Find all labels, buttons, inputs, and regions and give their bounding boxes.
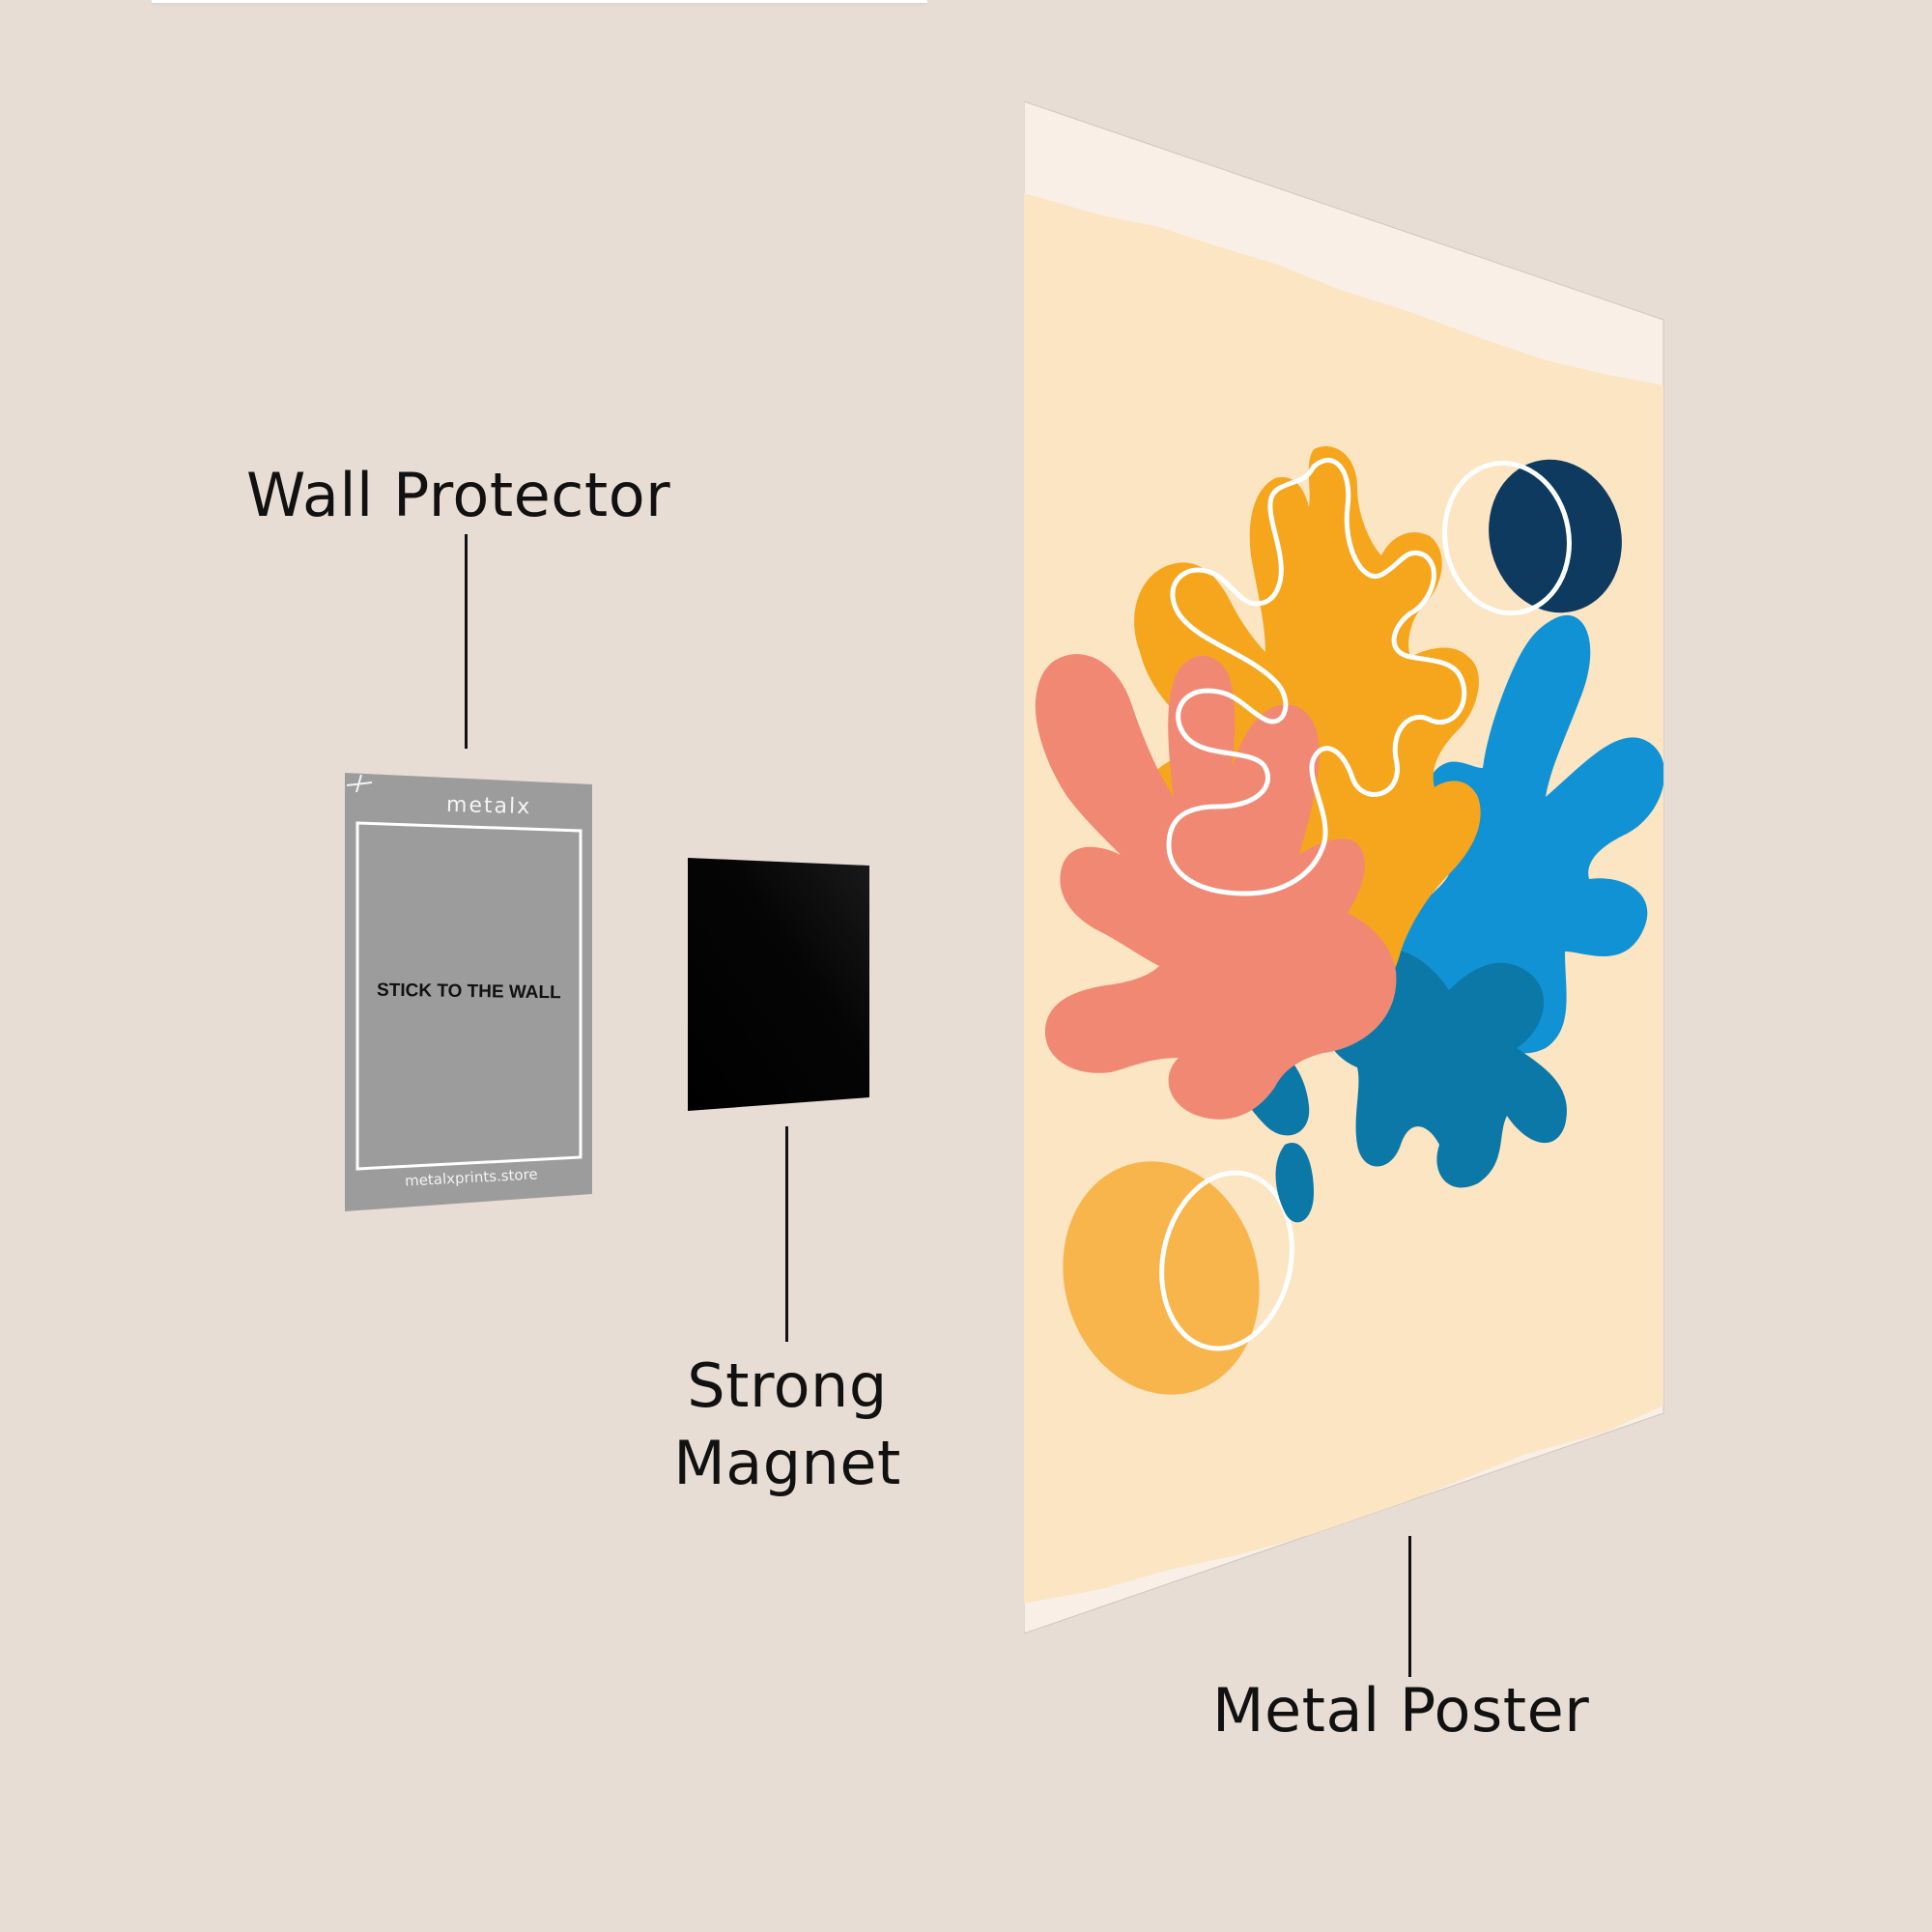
strong-magnet-label: Strong Magnet [673,1350,901,1498]
protector-instruction: STICK TO THE WALL [376,980,561,1004]
metal-poster-leader-line [1408,1536,1411,1677]
protector-brand-name: metalx [445,792,532,820]
wall-protector-leader-line [465,534,468,749]
top-edge-strip [152,0,927,3]
wall-protector-label: Wall Protector [246,460,671,530]
metalx-logo-icon [346,774,373,793]
strong-magnet-plate [688,858,869,1111]
wall-protector-card: metalx STICK TO THE WALL metalxprints.st… [345,773,592,1211]
wall-protector-shape [345,773,592,1211]
metal-poster-label: Metal Poster [1212,1675,1590,1746]
metal-poster [1024,101,1664,1634]
strong-magnet-leader-line [785,1126,788,1342]
